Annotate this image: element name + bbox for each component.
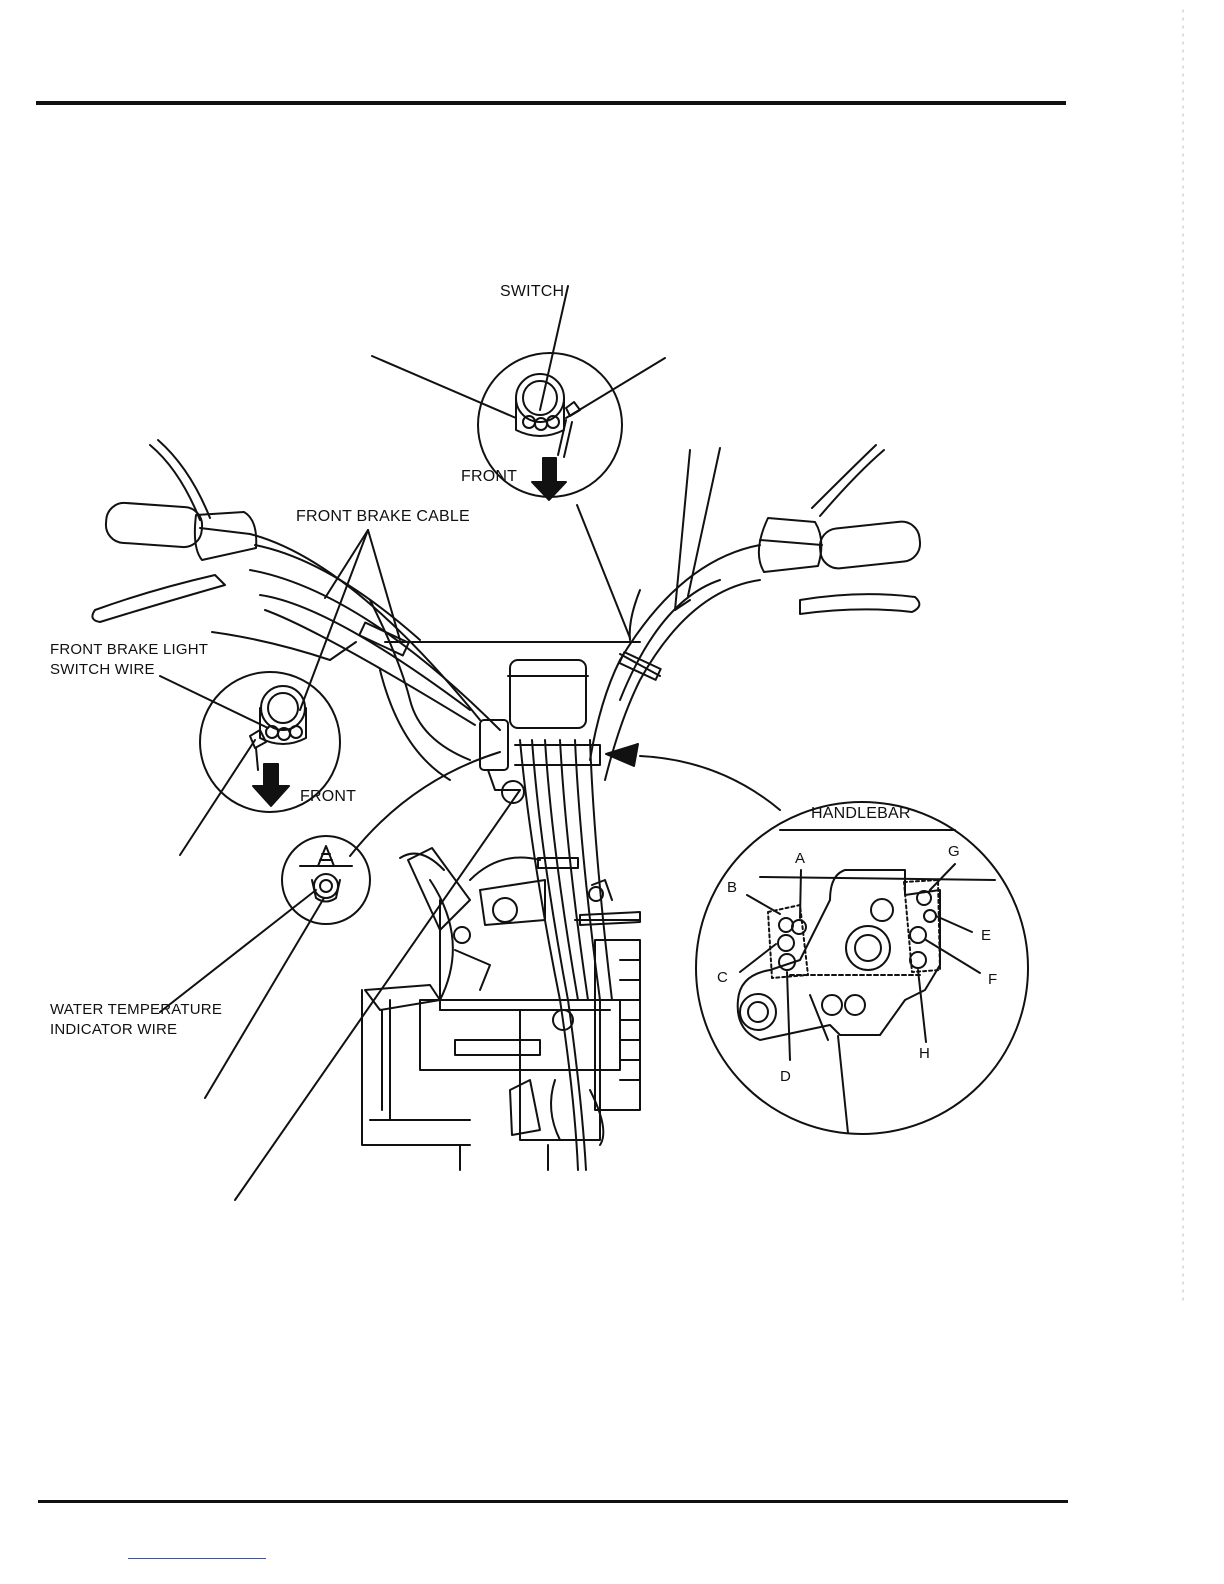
switch-inset <box>372 286 665 638</box>
switch-label: SWITCH <box>500 282 564 302</box>
water-temperature-label-line2: INDICATOR WIRE <box>50 1020 177 1040</box>
hole-label-b: B <box>727 878 737 898</box>
brake-cable-leaders <box>300 530 400 710</box>
front-brake-light-switch-wire-label-line1: FRONT BRAKE LIGHT <box>50 640 208 660</box>
handlebar-pointer-arrow-icon <box>606 744 638 766</box>
front-brake-light-switch-wire-label-line2: SWITCH WIRE <box>50 660 155 680</box>
hole-label-f: F <box>988 970 997 990</box>
hole-label-e: E <box>981 926 991 946</box>
brake-light-switch-inset <box>160 642 356 855</box>
water-temp-inset <box>160 752 520 1200</box>
hole-label-a: A <box>795 849 805 869</box>
front-label-left: FRONT <box>300 787 356 807</box>
water-temperature-label-line1: WATER TEMPERATURE <box>50 1000 222 1020</box>
front-label-top: FRONT <box>461 467 517 487</box>
front-arrow-icon <box>532 458 566 500</box>
handlebar-label: HANDLEBAR <box>811 804 911 824</box>
hole-label-g: G <box>948 842 960 862</box>
front-brake-cable-label: FRONT BRAKE CABLE <box>296 507 470 527</box>
hole-label-c: C <box>717 968 728 988</box>
hole-label-d: D <box>780 1067 791 1087</box>
hole-label-h: H <box>919 1044 930 1064</box>
handlebar-holes-inset <box>606 448 1028 1134</box>
